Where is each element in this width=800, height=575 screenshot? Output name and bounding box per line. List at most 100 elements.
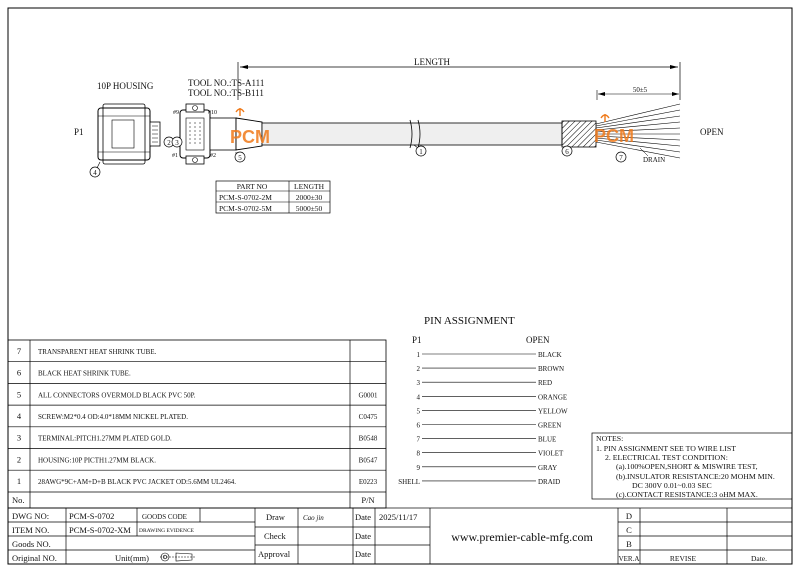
note-line: (c).CONTACT RESISTANCE:3 oHM MAX. bbox=[616, 490, 758, 499]
bom-item-desc: 28AWG*9C+AM+D+B BLACK PVC JACKET OD:5.6M… bbox=[38, 478, 236, 486]
tool-no-1: TOOL NO.:TS-A111 bbox=[188, 78, 264, 88]
draw-date-value: 2025/11/17 bbox=[379, 512, 417, 522]
notes-lines: NOTES:1. PIN ASSIGNMENT SEE TO WIRE LIST… bbox=[596, 434, 775, 499]
goods-code-label: GOODS CODE bbox=[142, 513, 187, 521]
wire-color: RED bbox=[538, 379, 552, 387]
note-line: 1. PIN ASSIGNMENT SEE TO WIRE LIST bbox=[596, 444, 736, 453]
bom-item-pn: B0548 bbox=[359, 435, 378, 443]
p1-label: P1 bbox=[74, 127, 84, 137]
bom-item-no: 5 bbox=[17, 389, 21, 399]
pin-1-label: #1 bbox=[172, 153, 178, 159]
item-no-label: ITEM NO. bbox=[12, 525, 49, 535]
balloon-4 bbox=[89, 166, 101, 178]
note-line: (a).100%OPEN,SHORT & MISWIRE TEST, bbox=[616, 462, 758, 471]
pin-number: 8 bbox=[417, 450, 421, 458]
unit-label: Unit(mm) bbox=[115, 553, 149, 563]
bom-footer-pn: P/N bbox=[361, 495, 374, 505]
bom-item-no: 1 bbox=[17, 476, 21, 486]
bom-item-desc: BLACK HEAT SHRINK TUBE. bbox=[38, 370, 131, 378]
title-block bbox=[7, 507, 793, 565]
length-table-cell: 5000±50 bbox=[296, 204, 323, 213]
bom-item-desc: TERMINAL:PITCH1.27MM PLATED GOLD. bbox=[38, 435, 172, 443]
length-table-header-length: LENGTH bbox=[294, 182, 325, 191]
balloon-5-label: 5 bbox=[238, 154, 242, 162]
goods-no-label: Goods NO. bbox=[12, 539, 51, 549]
pin-10-label: #10 bbox=[208, 110, 217, 116]
check-date-label: Date bbox=[355, 531, 371, 541]
pin-col-open: OPEN bbox=[526, 335, 550, 345]
balloon-7-label: 7 bbox=[619, 154, 623, 162]
notes-box bbox=[591, 432, 793, 500]
pin-number: 4 bbox=[417, 393, 421, 401]
balloon-1 bbox=[415, 145, 427, 157]
pin-col-p1: P1 bbox=[412, 335, 422, 345]
wire-color: YELLOW bbox=[538, 407, 568, 415]
balloon-6-label: 6 bbox=[565, 148, 569, 156]
bom-item-pn: E0223 bbox=[359, 478, 378, 486]
bom-item-desc: SCREW:M2*0.4 OD:4.0*18MM NICKEL PLATED. bbox=[38, 413, 188, 421]
wire-color: BROWN bbox=[538, 365, 564, 373]
length-table: PART NO LENGTH PCM-S-0702-2M 2000±30 PCM… bbox=[215, 180, 331, 214]
bom-item-pn: B0547 bbox=[359, 456, 378, 464]
pin-9-label: #9 bbox=[173, 110, 179, 116]
pin-number: 2 bbox=[417, 365, 421, 373]
connector-side-view bbox=[97, 103, 161, 165]
revise-date-label: Date. bbox=[751, 554, 767, 563]
wire-color: VIOLET bbox=[538, 450, 564, 458]
draw-date-label: Date bbox=[355, 512, 371, 522]
wire-color: DRAID bbox=[538, 478, 560, 486]
drain-label: DRAIN bbox=[643, 156, 665, 164]
balloon-3 bbox=[171, 136, 183, 148]
bom-footer-no: No. bbox=[12, 495, 25, 505]
drawing-evidence-label: DRAWING EVIDENCE bbox=[139, 528, 195, 534]
bom-item-desc: TRANSPARENT HEAT SHRINK TUBE. bbox=[38, 348, 157, 356]
housing-label: 10P HOUSING bbox=[97, 81, 154, 91]
pin-number: 9 bbox=[417, 464, 421, 472]
length-table-header-part: PART NO bbox=[237, 182, 268, 191]
rev-b-label: B bbox=[626, 539, 632, 549]
bom-item-pn: G0001 bbox=[358, 391, 378, 399]
dwg-no-value: PCM-S-0702 bbox=[69, 511, 114, 521]
fanned-wires bbox=[595, 103, 681, 159]
strip-dim-label: 50±5 bbox=[633, 86, 648, 94]
projection-symbol bbox=[160, 552, 196, 562]
connector-front-view bbox=[179, 103, 237, 165]
wire-color: BLACK bbox=[538, 351, 562, 359]
pin-number: 1 bbox=[417, 351, 421, 359]
strip-dimension: 50±5 bbox=[596, 86, 679, 100]
balloon-7 bbox=[615, 151, 627, 163]
pin-assignment-title: PIN ASSIGNMENT bbox=[424, 315, 515, 327]
item-no-value: PCM-S-0702-XM bbox=[69, 525, 131, 535]
tool-no-2: TOOL NO.:TS-B111 bbox=[188, 88, 264, 98]
length-table-cell: PCM-S-0702-5M bbox=[219, 204, 272, 213]
note-line: DC 300V 0.01~0.03 SEC bbox=[632, 481, 712, 490]
notes-title: NOTES: bbox=[596, 434, 623, 443]
website-url: www.premier-cable-mfg.com bbox=[451, 530, 593, 544]
length-dimension: LENGTH bbox=[237, 57, 681, 100]
approval-label: Approval bbox=[258, 549, 291, 559]
balloon-6 bbox=[561, 145, 573, 157]
bom-item-no: 2 bbox=[17, 454, 21, 464]
balloon-2-label: 2 bbox=[167, 139, 171, 147]
wire-color: GRAY bbox=[538, 464, 557, 472]
pcm-logo-left: PCM bbox=[230, 108, 270, 147]
note-line: (b).INSULATOR RESISTANCE:20 MOHM MIN. bbox=[616, 472, 775, 481]
pcm-logo-right: PCM bbox=[594, 114, 634, 146]
approval-date-label: Date bbox=[355, 549, 371, 559]
pcm-logo-right-text: PCM bbox=[594, 126, 634, 146]
check-label: Check bbox=[264, 531, 286, 541]
bom-item-no: 4 bbox=[17, 411, 22, 421]
bom-item-pn: C0475 bbox=[359, 413, 378, 421]
length-table-cell: PCM-S-0702-2M bbox=[219, 193, 272, 202]
pcm-logo-left-text: PCM bbox=[230, 127, 270, 147]
bom-item-desc: HOUSING:10P PICTH1.27MM BLACK. bbox=[38, 456, 156, 464]
balloon-1-label: 1 bbox=[419, 148, 423, 156]
cable-break-right bbox=[417, 119, 421, 149]
pin-number: 3 bbox=[417, 379, 421, 387]
balloon-5 bbox=[234, 151, 246, 163]
wire-color: ORANGE bbox=[538, 393, 567, 401]
original-no-label: Original NO. bbox=[12, 553, 57, 563]
pin-number: 5 bbox=[417, 407, 421, 415]
